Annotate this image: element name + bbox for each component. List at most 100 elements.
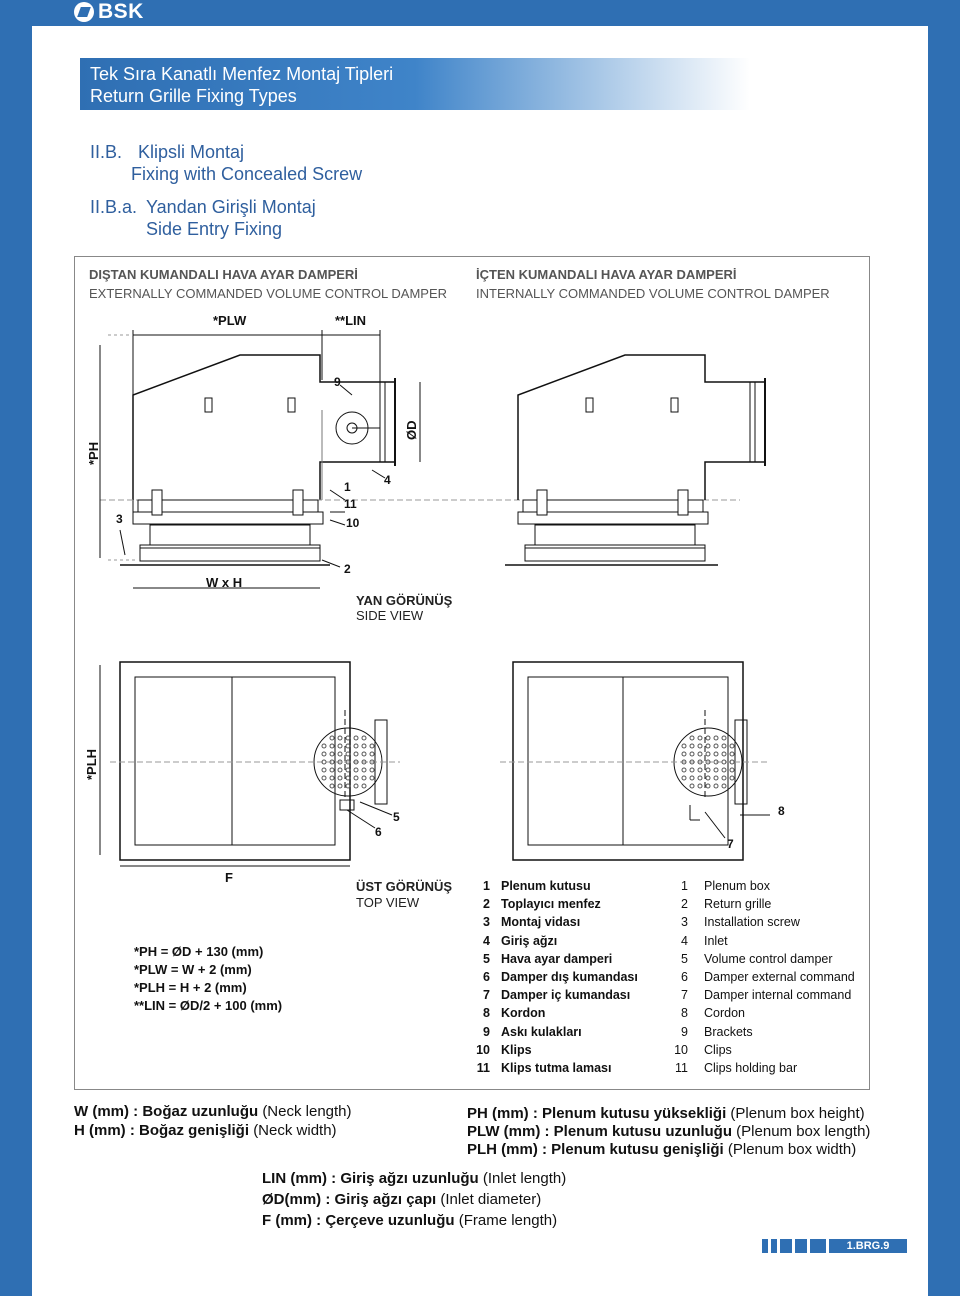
document-sheet <box>32 26 928 1296</box>
section-title-turkish: Klipsli Montaj <box>138 142 245 162</box>
perforation-hole <box>713 783 719 789</box>
perforation-hole <box>353 767 359 773</box>
callout-4: 4 <box>384 473 391 487</box>
perforation-hole <box>345 767 351 773</box>
top-view-left-drawing <box>99 661 400 867</box>
subsection-title-turkish: Yandan Girişli Montaj <box>146 197 316 217</box>
perforation-hole <box>705 751 711 757</box>
brand-logo: BSK <box>74 0 144 23</box>
part-number-tr-text: 2 <box>483 897 490 912</box>
perforation-hole <box>345 775 351 781</box>
part-number-tr-text: 11 <box>476 1061 490 1075</box>
legend-w: W (mm) : Boğaz uzunluğu (Neck length) <box>74 1103 352 1120</box>
page-stripe <box>780 1239 792 1253</box>
perforation-hole <box>705 759 711 765</box>
callout-10: 10 <box>346 516 360 530</box>
formula-ph: *PH = ØD + 130 (mm) <box>134 944 264 959</box>
part-number-tr-text: 5 <box>483 951 490 966</box>
part-name-english-text: Cordon <box>704 1006 745 1021</box>
part-name-turkish-text: Hava ayar damperi <box>501 951 613 966</box>
part-number-en-text: 5 <box>681 951 688 966</box>
legend-f: F (mm) : Çerçeve uzunluğu (Frame length) <box>262 1212 558 1229</box>
page-stripe <box>810 1239 826 1253</box>
perforation-hole <box>729 743 735 749</box>
perforation-hole <box>681 775 687 781</box>
perforation-hole <box>361 783 367 789</box>
perforation-hole <box>705 767 711 773</box>
top-view-title-english: TOP VIEW <box>356 895 420 910</box>
perforation-hole <box>337 767 343 773</box>
perforation-hole <box>321 751 327 757</box>
perforation-hole <box>321 743 327 749</box>
perforation-hole <box>337 751 343 757</box>
part-name-turkish-text: Giriş ağzı <box>501 933 558 948</box>
part-number-tr-text: 8 <box>483 1006 490 1021</box>
part-name-turkish-text: Montaj vidası <box>501 915 581 930</box>
part-name-english-text: Installation screw <box>704 915 800 930</box>
perforation-hole <box>713 735 719 741</box>
bsk-logo-icon <box>74 2 94 22</box>
perforation-hole <box>721 735 727 741</box>
legend-h: H (mm) : Boğaz genişliği (Neck width) <box>74 1122 337 1139</box>
formula-plw: *PLW = W + 2 (mm) <box>134 962 252 977</box>
callout-7: 7 <box>727 837 734 851</box>
perforation-hole <box>337 759 343 765</box>
top-view-title-turkish: ÜST GÖRÜNÜŞ <box>356 879 453 894</box>
page-stripe <box>795 1239 807 1253</box>
brand-logo-text: BSK <box>98 0 144 23</box>
page-number: 1.BRG.9 <box>829 1239 907 1253</box>
subsection-code: II.B.a. <box>90 197 138 217</box>
perforation-hole <box>369 759 375 765</box>
legend-plw: PLW (mm) : Plenum kutusu uzunluğu (Plenu… <box>467 1123 871 1140</box>
perforation-hole <box>369 743 375 749</box>
part-number-en-text: 11 <box>675 1061 688 1075</box>
perforation-hole <box>353 751 359 757</box>
perforation-hole <box>721 759 727 765</box>
plenum-box-outline <box>132 354 396 500</box>
top-bar <box>0 0 960 26</box>
perforation-hole <box>713 767 719 773</box>
title-banner <box>80 58 750 110</box>
part-number-tr-text: 6 <box>483 970 490 984</box>
right-damper-title-turkish: İÇTEN KUMANDALI HAVA AYAR DAMPERİ <box>476 267 737 282</box>
perforation-hole <box>345 783 351 789</box>
top-view-right-drawing <box>500 661 770 861</box>
perforation-hole <box>697 735 703 741</box>
perforation-hole <box>369 767 375 773</box>
part-number-en-text: 10 <box>674 1042 688 1057</box>
perforation-hole <box>689 759 695 765</box>
perforation-hole <box>353 775 359 781</box>
perforation-hole <box>321 767 327 773</box>
perforation-hole <box>345 751 351 757</box>
perforation-hole <box>681 751 687 757</box>
page-stripe <box>762 1239 768 1253</box>
side-view-left-drawing <box>99 330 740 589</box>
perforation-hole <box>361 767 367 773</box>
section-title-english: Fixing with Concealed Screw <box>131 164 363 184</box>
perforation-hole <box>369 775 375 781</box>
part-name-english-text: Return grille <box>704 897 772 912</box>
perforation-hole <box>721 775 727 781</box>
part-number-en-text: 1 <box>681 879 688 893</box>
callout-6: 6 <box>375 825 382 839</box>
part-name-turkish-text: Plenum kutusu <box>501 879 591 893</box>
plh-label: *PLH <box>84 748 99 780</box>
perforation-hole <box>353 735 359 741</box>
part-name-turkish-text: Kordon <box>501 1006 546 1021</box>
callout-8: 8 <box>778 804 785 818</box>
part-name-english-text: Brackets <box>704 1024 753 1039</box>
perforation-hole <box>697 783 703 789</box>
callout-5: 5 <box>393 810 400 824</box>
perforation-hole <box>705 775 711 781</box>
part-number-en-text: 7 <box>681 988 688 1003</box>
perforation-hole <box>681 759 687 765</box>
perforation-hole <box>713 775 719 781</box>
perforation-hole <box>721 767 727 773</box>
frame-outline <box>119 661 351 861</box>
part-name-english-text: Damper internal command <box>704 988 852 1003</box>
perforation-hole <box>369 751 375 757</box>
callout-11: 11 <box>344 497 357 511</box>
legend-lin: LIN (mm) : Giriş ağzı uzunluğu (Inlet le… <box>262 1170 567 1187</box>
perforation-hole <box>329 783 335 789</box>
